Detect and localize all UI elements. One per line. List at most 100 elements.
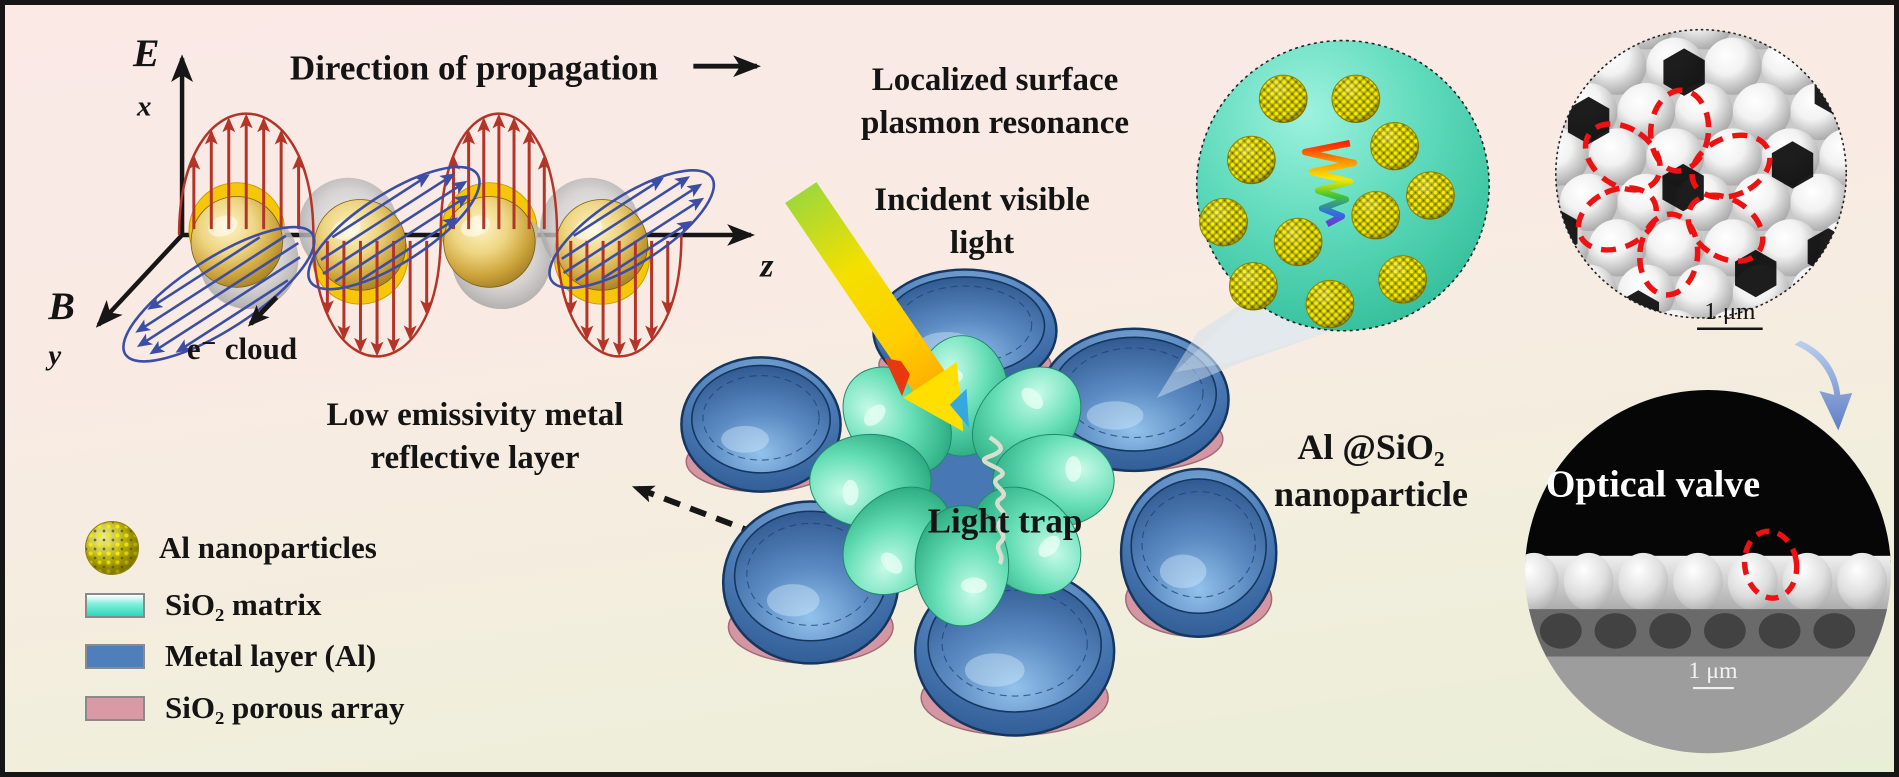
reflective-layer-dashed-arrow [631, 484, 760, 537]
incident-light-label: Incident visible light [874, 182, 1090, 261]
sem-sphere [1559, 29, 1618, 50]
sem-sphere [1790, 29, 1847, 50]
sem-sphere [1848, 265, 1894, 322]
sem-blob [1837, 552, 1888, 611]
metal-bowl [680, 356, 842, 493]
curved-down-arrow-icon [1794, 340, 1853, 431]
highlight-dashed-ellipse [1637, 211, 1701, 298]
sem-blob [1524, 552, 1559, 611]
trapped-light-squiggle [982, 435, 1007, 565]
electron-cloud-label: e⁻ cloud [186, 330, 298, 366]
pore-hole [1567, 96, 1610, 145]
porous-array-swatch [85, 695, 145, 721]
sem-sphere [1877, 219, 1894, 276]
legend-label: Al nanoparticles [159, 530, 377, 565]
sem-sphere [1555, 82, 1560, 141]
magnifier-cone [1156, 297, 1332, 398]
sem-blob [1618, 552, 1669, 611]
sem-sphere [1555, 264, 1560, 318]
sem-sphere [1877, 128, 1894, 185]
sem-sphere [1848, 83, 1894, 140]
legend-item-porous-array: SiO₂ porous array [85, 690, 405, 726]
pore-hole [1771, 141, 1814, 189]
sem-sphere [1732, 82, 1791, 141]
e-axis-label: E [132, 31, 160, 75]
sem-sphere [1555, 219, 1589, 277]
sem-sphere [1848, 174, 1894, 231]
silica-lobe-cluster [809, 335, 1115, 627]
pore-hole [1663, 48, 1705, 96]
al-nanoparticle-swatch-icon [85, 521, 139, 575]
sem-sphere [1819, 310, 1847, 318]
b-field-loop [548, 169, 716, 290]
low-emissivity-label: Low emissivity metal reflective layer [326, 397, 624, 476]
rainbow-beam-icon [785, 182, 969, 432]
sem-blob [1563, 552, 1614, 611]
b-field-arrow [562, 183, 703, 275]
b-axis-label: B [47, 284, 75, 328]
scale-bar-top-label: 1 μm [1704, 298, 1755, 325]
sem-sphere [1848, 5, 1894, 49]
b-field-arrow [136, 241, 299, 348]
sem-sphere [1819, 37, 1847, 95]
sem-sphere [1877, 38, 1894, 95]
light-trap-label: Light trap [927, 501, 1083, 541]
metal-bowl [1119, 467, 1278, 638]
b-field-arrow [575, 197, 705, 282]
highlight-dashed-ellipse [1741, 528, 1800, 601]
b-field-arrow [322, 180, 468, 275]
b-field-arrow [135, 234, 287, 333]
sem-sphere [1555, 29, 1560, 50]
legend-label: Metal layer (Al) [165, 638, 377, 673]
sem-sphere [1646, 310, 1705, 318]
sem-sphere [1555, 310, 1589, 318]
sem-sphere [1559, 264, 1618, 318]
sio2-matrix-swatch [85, 592, 145, 618]
sem-top-border [1554, 28, 1848, 319]
b-field-arrow [320, 173, 456, 261]
highlight-dashed-ellipse [1689, 132, 1773, 201]
legend-item-metal-layer: Metal layer (Al) [85, 638, 376, 674]
sem-sphere [1877, 310, 1894, 367]
b-field-arrow [573, 177, 664, 237]
rainbow-spring-icon [1301, 140, 1358, 227]
sem-sphere [1819, 219, 1847, 277]
sem-sphere [1555, 128, 1589, 186]
b-field-arrow [359, 217, 459, 282]
scale-bar-bottom-label: 1 μm [1688, 658, 1738, 684]
sem-sphere [1588, 128, 1647, 186]
b-field-arrow [601, 220, 693, 280]
legend-item-al-nanoparticles: Al nanoparticles [85, 521, 377, 575]
legend-label: SiO₂ matrix [165, 587, 322, 622]
direction-of-propagation-label: Direction of propagation [289, 48, 659, 88]
silica-lobe [914, 504, 1010, 627]
sem-blob [1782, 552, 1833, 611]
metal-layer-swatch [85, 643, 145, 669]
em-field-loops [122, 112, 716, 363]
sem-top-view: 1 μm [1554, 5, 1894, 367]
sem-cross-section: 1 μm [1524, 389, 1892, 754]
annotation-arrows [247, 55, 761, 537]
sem-blob [1727, 552, 1778, 611]
b-field-arrow [331, 174, 430, 239]
b-axis [95, 233, 184, 328]
sem-sphere [1819, 128, 1847, 186]
legend-label: SiO₂ porous array [165, 690, 405, 725]
sem-sphere [1617, 82, 1676, 141]
sem-sphere [1790, 173, 1847, 232]
b-field-loop [122, 225, 316, 363]
y-axis-label: y [45, 339, 61, 371]
highlight-dashed-ellipse [1582, 121, 1663, 193]
b-field-arrow [561, 176, 691, 260]
al-nanoparticle-group [1199, 74, 1455, 329]
legend-item-sio2-matrix: SiO₂ matrix [85, 587, 322, 623]
optical-valve-label: Optical valve [1545, 463, 1761, 506]
gold-nanosphere [188, 182, 299, 310]
b-field-arrow [175, 279, 289, 353]
sem-sphere [1555, 37, 1589, 95]
highlight-dashed-ellipse [1575, 185, 1660, 253]
sem-blob [1673, 552, 1723, 611]
al-sio2-label: Al @SiO₂ nanoparticle [1274, 427, 1468, 514]
b-field-loop [307, 165, 481, 291]
